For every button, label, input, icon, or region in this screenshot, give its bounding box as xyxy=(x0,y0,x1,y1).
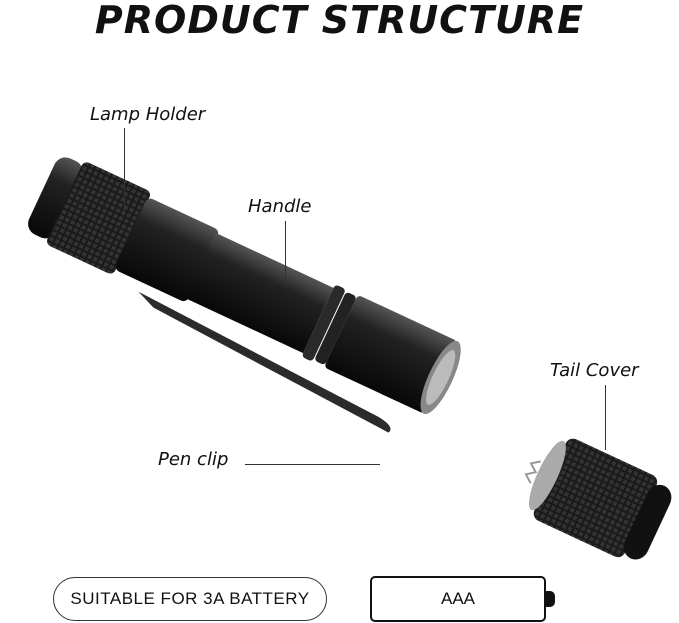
leader-line xyxy=(245,464,380,465)
battery-suitability-badge: SUITABLE FOR 3A BATTERY xyxy=(53,577,327,621)
spring xyxy=(524,460,541,484)
label-tail-cover: Tail Cover xyxy=(550,360,639,381)
label-pen-clip: Pen clip xyxy=(158,449,229,470)
label-lamp-holder: Lamp Holder xyxy=(90,104,206,125)
leader-line xyxy=(124,128,125,213)
page-title: PRODUCT STRUCTURE xyxy=(94,0,585,42)
battery-terminal xyxy=(546,591,555,607)
pen-clip xyxy=(138,291,391,433)
leader-line xyxy=(285,221,286,289)
tail-cover xyxy=(524,438,672,560)
leader-line xyxy=(605,385,606,450)
flashlight-body xyxy=(28,157,461,433)
label-handle: Handle xyxy=(248,196,312,217)
battery-icon: AAA xyxy=(370,576,546,622)
